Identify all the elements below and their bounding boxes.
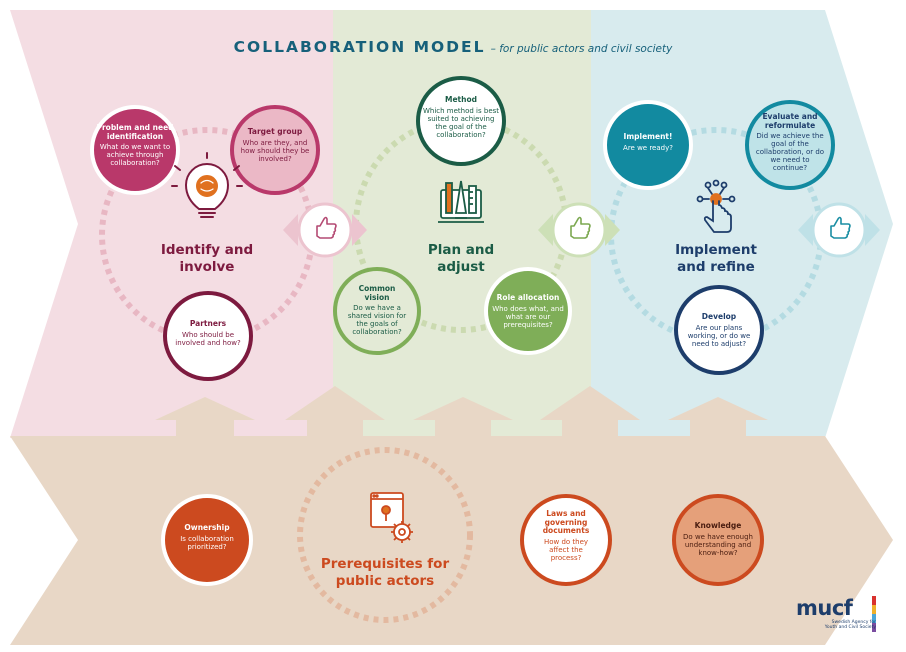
thumbs-up-icon	[570, 216, 591, 239]
thumbs-connector-3	[798, 202, 880, 258]
up-arrow-icon	[668, 397, 768, 437]
evaluate-circle	[745, 100, 835, 190]
up-arrow-icon	[540, 386, 640, 437]
ownership-circle	[161, 494, 253, 586]
mucf-logo-mark	[872, 596, 876, 632]
thumbs-connector-1	[283, 202, 367, 258]
knowledge-circle	[672, 494, 764, 586]
problem-circle	[90, 105, 180, 195]
page-subtitle: – for public actors and civil society	[490, 43, 673, 55]
identify-band	[10, 10, 333, 438]
page-title: COLLABORATION MODEL	[233, 38, 486, 56]
touch-network-icon	[696, 179, 736, 233]
planning-tools-icon	[438, 180, 484, 223]
up-arrow-icon	[285, 386, 385, 437]
thumbs-up-icon	[830, 216, 851, 239]
prerequisites-chevron	[10, 436, 893, 645]
lightbulb-brain-icon	[171, 152, 243, 218]
logo-wordmark: mucf	[796, 596, 853, 620]
target-group-circle	[230, 105, 320, 195]
thumbs-up-icon	[316, 216, 337, 239]
laws-circle	[520, 494, 612, 586]
prerequisites-cycle-ring	[297, 447, 473, 623]
up-arrow-icon	[155, 397, 255, 437]
implement-text: Implement! Are we ready?	[623, 132, 673, 152]
up-arrow-icon	[413, 397, 513, 437]
method-circle	[416, 76, 506, 166]
header-title: COLLABORATION MODEL – for public actors …	[0, 37, 906, 56]
partners-circle	[163, 291, 253, 381]
thumbs-connector-2	[538, 202, 620, 258]
up-arrows	[155, 386, 768, 437]
role-allocation-circle	[484, 267, 572, 355]
common-vision-circle	[333, 267, 421, 355]
phase-chevron	[10, 10, 893, 438]
settings-window-icon	[370, 492, 413, 543]
implement-circle	[603, 100, 693, 190]
develop-circle	[674, 285, 764, 375]
